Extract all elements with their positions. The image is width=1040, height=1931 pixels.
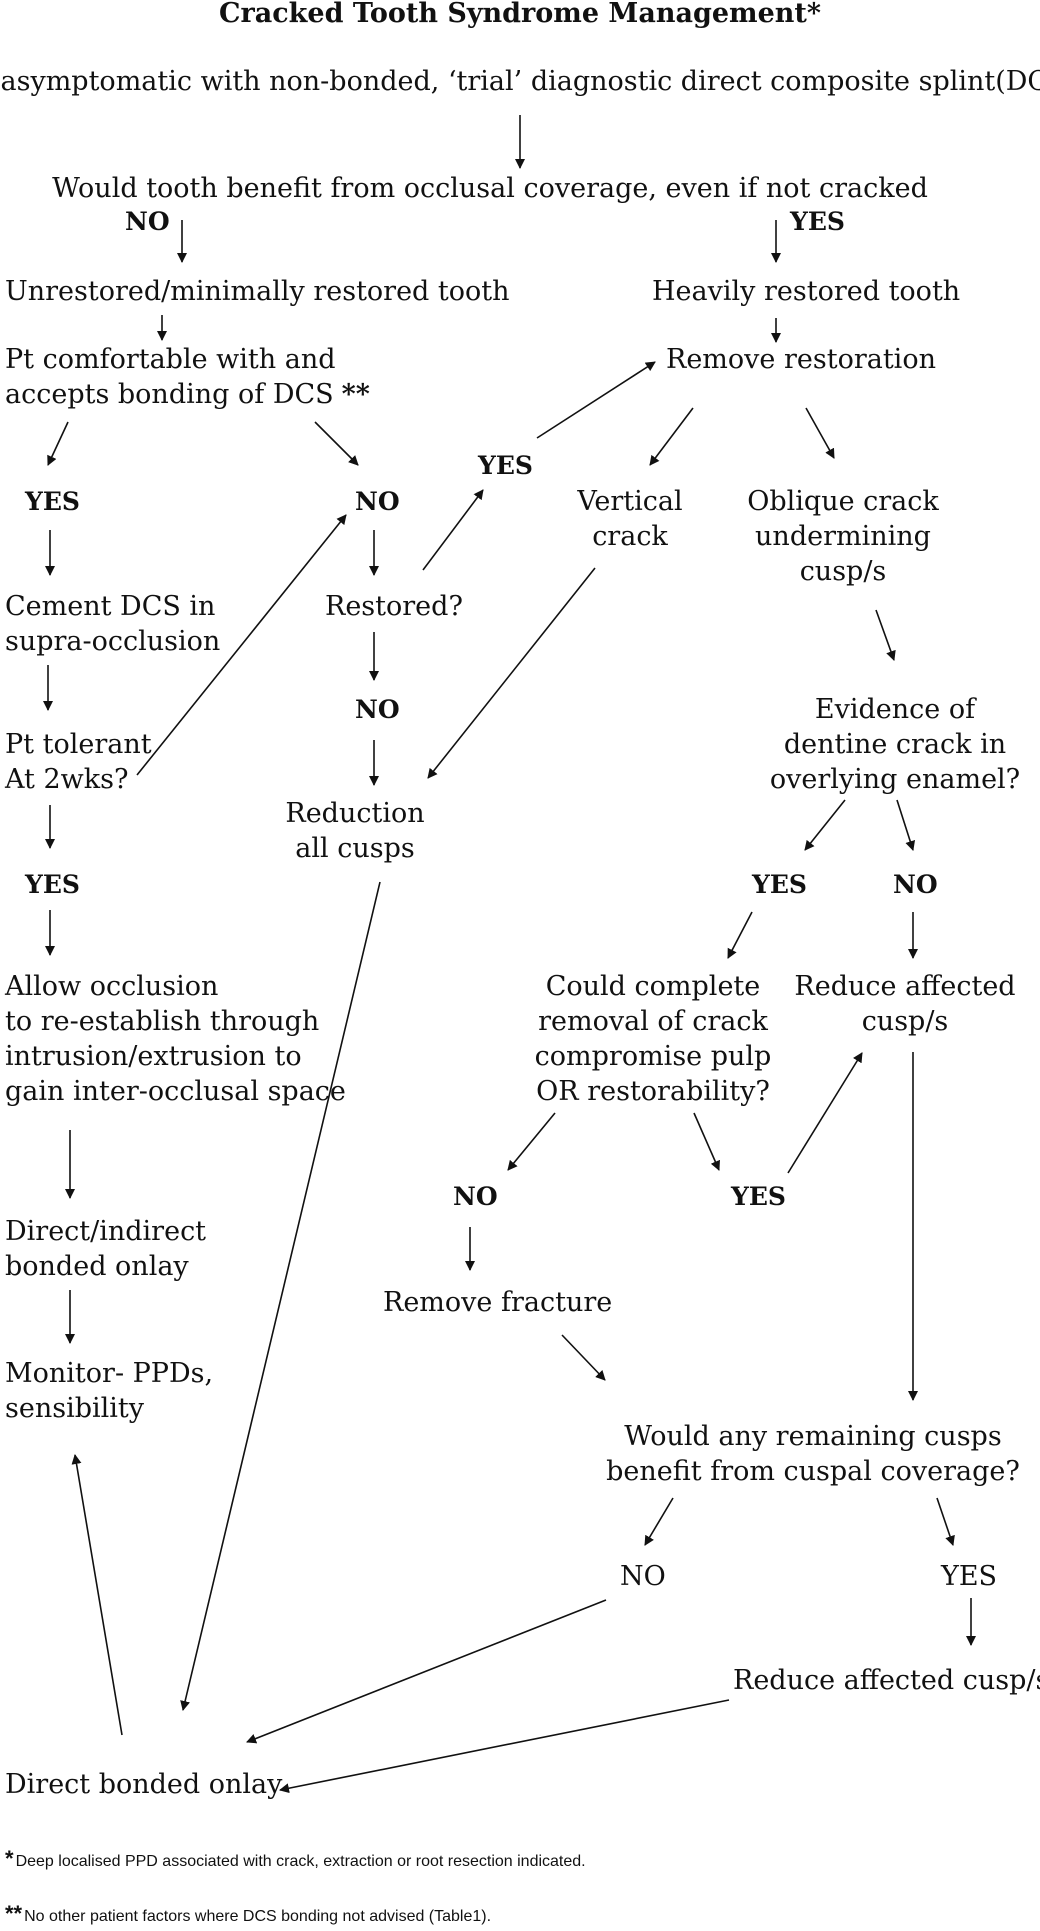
- node-direct-indirect-onlay: Direct/indirect bonded onlay: [5, 1216, 206, 1282]
- node-oblique-crack-line1: Oblique crack: [747, 486, 939, 517]
- label-no-evidence: NO: [893, 870, 938, 899]
- label-yes-tolerant: YES: [24, 870, 80, 899]
- node-heavily-restored: Heavily restored tooth: [652, 276, 960, 307]
- arrow-comfortable-to-no: [314, 421, 359, 466]
- node-reduce-affected-cusps-line2: cusp/s: [862, 1006, 949, 1037]
- node-could-complete-removal-line4: OR restorability?: [536, 1076, 770, 1107]
- footnote-2-text: **No other patient factors where DCS bon…: [5, 1901, 491, 1926]
- node-restored-question: Restored?: [325, 591, 463, 622]
- node-reduce-affected-cusps-line1: Reduce affected: [794, 971, 1015, 1002]
- node-monitor-line1: Monitor- PPDs,: [5, 1358, 213, 1389]
- label-yes-occlusal: YES: [789, 207, 845, 236]
- arrow-could-to-yes: [693, 1112, 720, 1171]
- node-vertical-crack: Vertical crack: [576, 486, 682, 552]
- node-evidence-dentine-line3: overlying enamel?: [770, 764, 1020, 795]
- arrows: [43, 115, 976, 1794]
- arrow-comfortable-to-yes: [47, 421, 69, 466]
- arrow-restored-to-yes: [422, 489, 484, 571]
- arrow-reduce-final-to-direct-bonded: [279, 1699, 730, 1794]
- node-pt-tolerant: Pt tolerant At 2wks?: [4, 729, 152, 795]
- arrow-remove-restoration-to-oblique: [805, 407, 835, 459]
- node-occlusal-question: Would tooth benefit from occlusal covera…: [52, 173, 928, 204]
- node-could-complete-removal: Could complete removal of crack compromi…: [535, 971, 772, 1107]
- node-reduction-all-cusps: Reduction all cusps: [285, 798, 424, 864]
- arrow-remaining-to-no: [644, 1497, 674, 1546]
- label-yes-restored: YES: [477, 451, 533, 480]
- node-pt-tolerant-line1: Pt tolerant: [5, 729, 152, 760]
- arrow-vertical-to-reduction: [427, 567, 596, 779]
- node-vertical-crack-line1: Vertical: [576, 486, 682, 517]
- node-cement-dcs: Cement DCS in supra-occlusion: [5, 591, 220, 657]
- arrow-oblique-to-evidence: [875, 609, 896, 661]
- node-evidence-dentine-line2: dentine crack in: [784, 729, 1006, 760]
- node-allow-occlusion-line1: Allow occlusion: [4, 971, 218, 1002]
- node-start-text: Pt asymptomatic with non-bonded, ‘trial’…: [0, 66, 1040, 97]
- node-direct-indirect-onlay-line1: Direct/indirect: [5, 1216, 206, 1247]
- node-vertical-crack-line2: crack: [592, 521, 668, 552]
- node-evidence-dentine-line1: Evidence of: [815, 694, 977, 725]
- node-allow-occlusion-line3: intrusion/extrusion to: [5, 1041, 302, 1072]
- label-yes-comfortable: YES: [24, 487, 80, 516]
- node-unrestored: Unrestored/minimally restored tooth: [5, 276, 510, 307]
- node-allow-occlusion-line2: to re-establish through: [5, 1006, 319, 1037]
- node-oblique-crack-line3: cusp/s: [800, 556, 887, 587]
- node-remove-fracture: Remove fracture: [383, 1287, 612, 1318]
- node-remove-restoration: Remove restoration: [666, 344, 936, 375]
- arrow-remove-fracture-to-remaining: [561, 1334, 606, 1381]
- arrow-direct-bonded-to-monitor: [71, 1454, 123, 1736]
- diagram-title: Cracked Tooth Syndrome Management*: [219, 0, 821, 29]
- node-oblique-crack: Oblique crack undermining cusp/s: [747, 486, 939, 587]
- node-reduction-all-cusps-line2: all cusps: [295, 833, 414, 864]
- node-evidence-dentine: Evidence of dentine crack in overlying e…: [770, 694, 1020, 795]
- footnote-2: **No other patient factors where DCS bon…: [5, 1901, 491, 1926]
- node-reduce-affected-final: Reduce affected cusp/s: [733, 1665, 1040, 1696]
- footnote-1-text: *Deep localised PPD associated with crac…: [5, 1846, 586, 1871]
- arrow-evidence-to-yes: [804, 799, 846, 851]
- label-no-remaining: NO: [620, 1561, 666, 1592]
- label-yes-remaining: YES: [940, 1561, 997, 1592]
- label-no-restored: NO: [355, 695, 400, 724]
- node-could-complete-removal-line1: Could complete: [546, 971, 761, 1002]
- arrow-remove-restoration-to-vertical: [649, 407, 694, 466]
- node-oblique-crack-line2: undermining: [755, 521, 931, 552]
- node-cement-dcs-line1: Cement DCS in: [5, 591, 215, 622]
- node-direct-bonded-onlay: Direct bonded onlay: [5, 1769, 283, 1800]
- node-allow-occlusion: Allow occlusion to re-establish through …: [4, 971, 346, 1107]
- node-reduce-affected-cusps: Reduce affected cusp/s: [794, 971, 1015, 1037]
- arrow-yes-could-to-reduce: [787, 1052, 863, 1174]
- node-could-complete-removal-line3: compromise pulp: [535, 1041, 772, 1072]
- node-reduction-all-cusps-line1: Reduction: [285, 798, 424, 829]
- label-no-comfortable: NO: [355, 487, 400, 516]
- arrow-tolerant-to-no: [136, 514, 347, 776]
- footnote-1: *Deep localised PPD associated with crac…: [5, 1846, 586, 1871]
- node-occlusal-question-text: Would tooth benefit from occlusal covera…: [52, 173, 928, 204]
- node-start: Pt asymptomatic with non-bonded, ‘trial’…: [0, 66, 1040, 97]
- node-pt-comfortable-line1: Pt comfortable with and: [5, 344, 336, 375]
- node-remaining-cusps-line2: benefit from cuspal coverage?: [606, 1456, 1020, 1487]
- node-pt-comfortable: Pt comfortable with and accepts bonding …: [5, 344, 370, 410]
- node-cement-dcs-line2: supra-occlusion: [5, 626, 220, 657]
- arrow-no-remaining-to-direct-bonded: [246, 1599, 607, 1744]
- label-yes-could: YES: [730, 1182, 786, 1211]
- arrow-evidence-to-no: [896, 799, 916, 851]
- node-remaining-cusps-line1: Would any remaining cusps: [624, 1421, 1001, 1452]
- node-could-complete-removal-line2: removal of crack: [538, 1006, 768, 1037]
- label-no-could: NO: [453, 1182, 498, 1211]
- node-remaining-cusps: Would any remaining cusps benefit from c…: [606, 1421, 1020, 1487]
- arrow-remaining-to-yes: [936, 1497, 955, 1546]
- node-monitor: Monitor- PPDs, sensibility: [5, 1358, 213, 1424]
- label-yes-evidence: YES: [751, 870, 807, 899]
- node-pt-comfortable-line2: accepts bonding of DCS**: [5, 379, 370, 410]
- arrow-reduction-to-direct-bonded: [180, 881, 381, 1711]
- label-no-occlusal: NO: [125, 207, 170, 236]
- node-allow-occlusion-line4: gain inter-occlusal space: [5, 1076, 346, 1107]
- arrow-could-to-no: [507, 1112, 556, 1171]
- node-pt-tolerant-line2: At 2wks?: [4, 764, 128, 795]
- node-direct-indirect-onlay-line2: bonded onlay: [5, 1251, 189, 1282]
- arrow-yes-evidence-to-could: [727, 911, 753, 959]
- arrow-yes-to-remove-restoration: [536, 361, 656, 439]
- node-monitor-line2: sensibility: [5, 1393, 145, 1424]
